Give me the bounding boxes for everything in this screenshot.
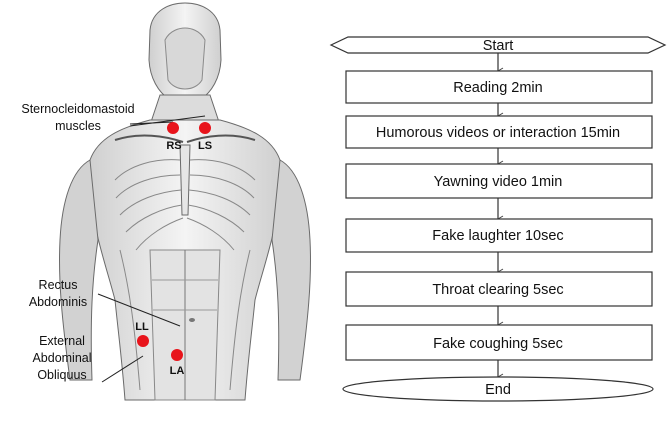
label-external-3: Obliquus [37,368,86,382]
marker-label-la: LA [170,365,185,377]
label-external-1: External [39,334,85,348]
marker-label-rs: RS [166,140,181,152]
flow-step-label-1: Reading 2min [453,80,542,96]
torso-illustration [59,3,310,400]
label-sternocleidomastoid-1: Sternocleidomastoid [21,102,134,116]
flow-step-label-2: Humorous videos or interaction 15min [376,125,620,141]
flow-step-label-6: Fake coughing 5sec [433,336,563,352]
marker-label-ll: LL [135,321,149,333]
marker-ls [199,122,211,134]
label-external-2: Abdominal [32,351,91,365]
marker-la [171,349,183,361]
flow-step-label-3: Yawning video 1min [434,174,563,190]
marker-ll [137,335,149,347]
label-sternocleidomastoid-2: muscles [55,119,101,133]
label-rectus-2: Abdominis [29,295,87,309]
flow-start-label: Start [483,38,514,54]
flow-step-label-4: Fake laughter 10sec [432,228,563,244]
marker-label-ls: LS [198,140,212,152]
label-rectus-1: Rectus [39,278,78,292]
flow-step-label-5: Throat clearing 5sec [432,282,563,298]
flow-end-label: End [485,382,511,398]
marker-rs [167,122,179,134]
